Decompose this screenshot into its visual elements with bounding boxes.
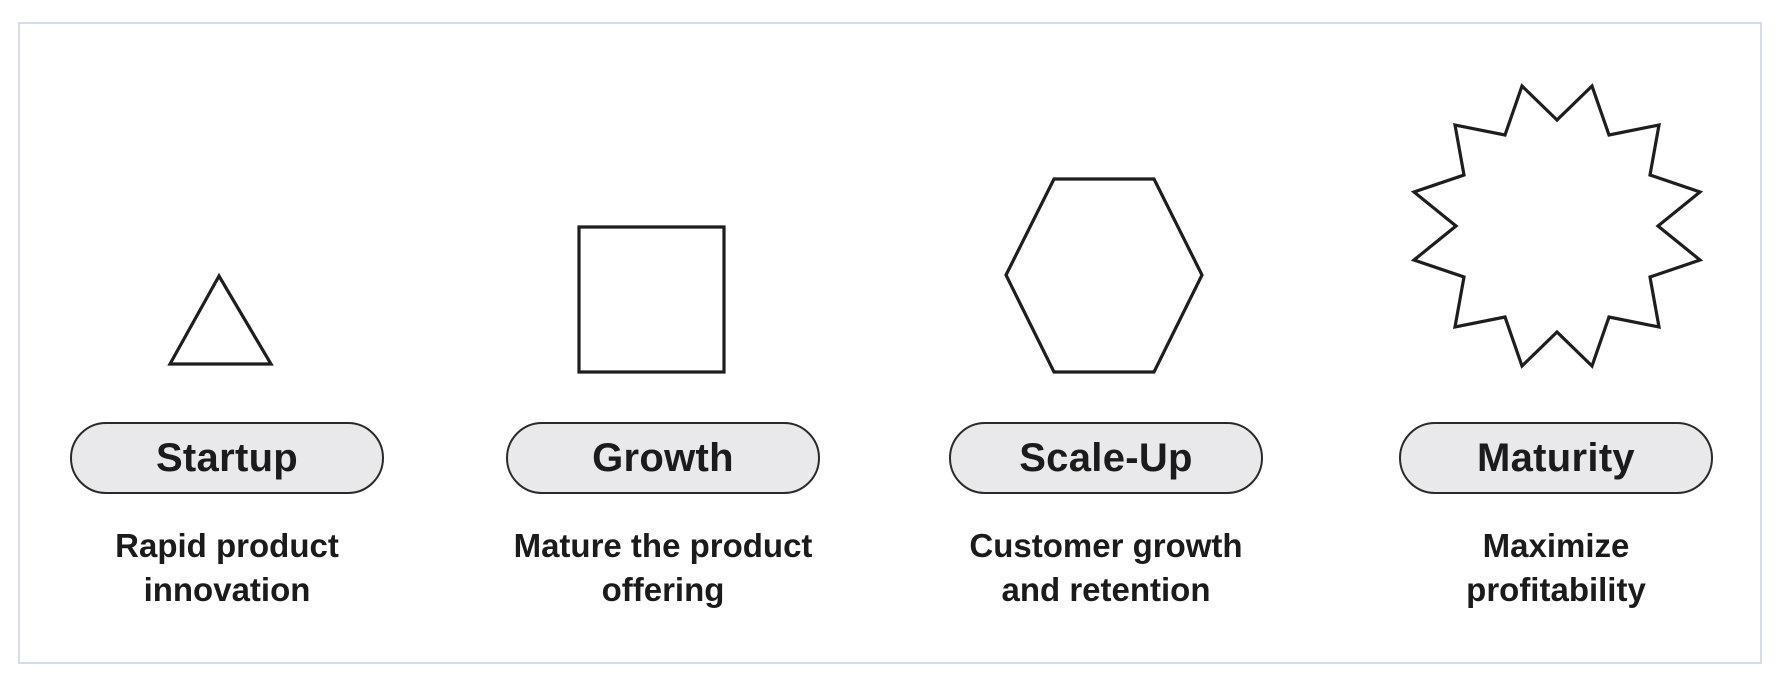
stage-description-scale-up: Customer growth and retention <box>921 524 1291 612</box>
description-line: innovation <box>143 571 311 608</box>
stage-growth: Growth Mature the product offering <box>498 24 828 662</box>
description-line: offering <box>601 571 725 608</box>
square-icon <box>577 225 726 374</box>
stage-label-scale-up: Scale-Up <box>949 422 1263 494</box>
description-line: Customer growth <box>969 527 1243 564</box>
stage-description-growth: Mature the product offering <box>478 524 848 612</box>
stage-label-text: Maturity <box>1477 435 1635 480</box>
stage-description-maturity: Maximize profitability <box>1371 524 1741 612</box>
description-line: and retention <box>1001 571 1211 608</box>
stage-label-maturity: Maturity <box>1399 422 1713 494</box>
stage-label-text: Startup <box>155 435 299 480</box>
hexagon-icon <box>1004 177 1204 374</box>
diagram-frame: Startup Rapid product innovation Growth … <box>18 22 1762 664</box>
stage-maturity: Maturity Maximize profitability <box>1391 24 1721 662</box>
stage-label-startup: Startup <box>70 422 384 494</box>
stage-label-text: Scale-Up <box>1019 435 1193 480</box>
stage-scale-up: Scale-Up Customer growth and retention <box>941 24 1271 662</box>
stage-startup: Startup Rapid product innovation <box>62 24 392 662</box>
stage-label-text: Growth <box>592 435 734 480</box>
triangle-icon <box>167 272 274 366</box>
description-line: Rapid product <box>115 527 339 564</box>
description-line: profitability <box>1466 571 1646 608</box>
twelve-point-star-icon <box>1410 83 1704 369</box>
stage-description-startup: Rapid product innovation <box>42 524 412 612</box>
stage-label-growth: Growth <box>506 422 820 494</box>
description-line: Mature the product <box>513 527 813 564</box>
description-line: Maximize <box>1482 527 1630 564</box>
